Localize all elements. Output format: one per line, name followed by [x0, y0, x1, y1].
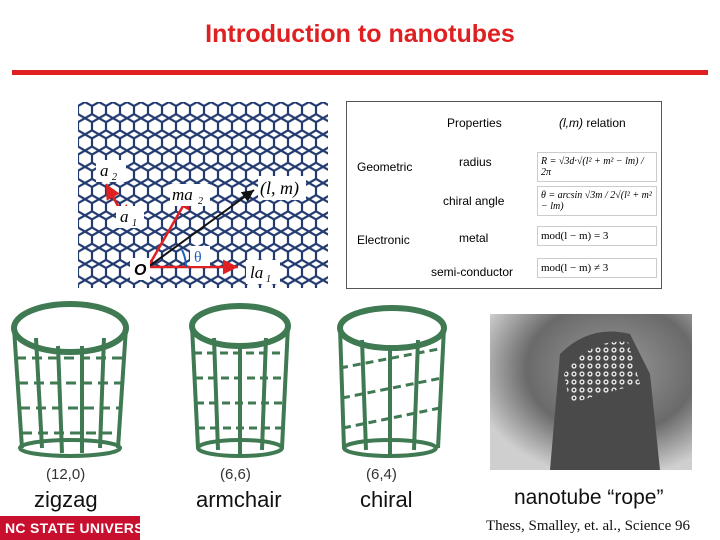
citation: Thess, Smalley, et. al., Science 96: [486, 518, 690, 534]
svg-text:2: 2: [198, 196, 203, 207]
label-la1: la: [250, 263, 263, 282]
title-divider: [12, 70, 708, 75]
nc-state-logo: NC STATE UNIVERSITY: [0, 516, 140, 540]
armchair-tube-image: [189, 303, 291, 458]
vector-a2: [104, 183, 120, 207]
row-chiral-angle: chiral angle: [443, 194, 505, 208]
chiral-label: chiral: [360, 487, 413, 512]
svg-text:2: 2: [112, 172, 117, 183]
angle-arc: [181, 249, 188, 268]
header-relation: (l,m) relation: [559, 116, 626, 130]
row-radius: radius: [459, 155, 492, 169]
row-semiconductor: semi-conductor: [431, 265, 514, 279]
vector-ma2: [146, 193, 192, 268]
label-ma2: ma: [172, 185, 193, 204]
formula-semiconductor: mod(l − m) ≠ 3: [537, 258, 657, 278]
row-metal: metal: [459, 231, 489, 245]
nanotube-rope-micrograph: [490, 314, 692, 470]
zigzag-label: zigzag: [34, 487, 98, 512]
row-electronic: Electronic: [357, 233, 410, 247]
armchair-caption: (6,6): [220, 466, 251, 483]
chiral-vector: [147, 189, 255, 268]
label-a1: a: [120, 207, 129, 226]
zigzag-caption: (12,0): [46, 466, 86, 483]
svg-text:1: 1: [266, 274, 271, 285]
formula-radius: R = √3d·√(l² + m² − lm) / 2π: [537, 152, 657, 182]
row-geometric: Geometric: [357, 160, 413, 174]
formula-metal: mod(l − m) = 3: [537, 226, 657, 246]
svg-text:1: 1: [132, 218, 137, 229]
page-title: Introduction to nanotubes: [205, 20, 515, 48]
label-a2: a: [100, 161, 109, 180]
label-chiral: (l, m): [260, 178, 299, 199]
header-properties: Properties: [447, 116, 502, 130]
label-origin: O: [134, 262, 147, 279]
graphene-lattice-diagram: a 2 a 1 ma 2 (l, m) la 1 θ O: [78, 102, 328, 288]
rope-label: nanotube “rope”: [514, 486, 664, 509]
armchair-label: armchair: [196, 487, 282, 512]
zigzag-tube-image: [11, 301, 129, 458]
chiral-caption: (6,4): [366, 466, 397, 483]
chiral-tube-image: [337, 305, 447, 458]
label-theta: θ: [194, 249, 202, 266]
formula-chiral-angle: θ = arcsin √3m / 2√(l² + m² − lm): [537, 186, 657, 216]
properties-table: Properties (l,m) relation Geometric radi…: [346, 101, 662, 289]
